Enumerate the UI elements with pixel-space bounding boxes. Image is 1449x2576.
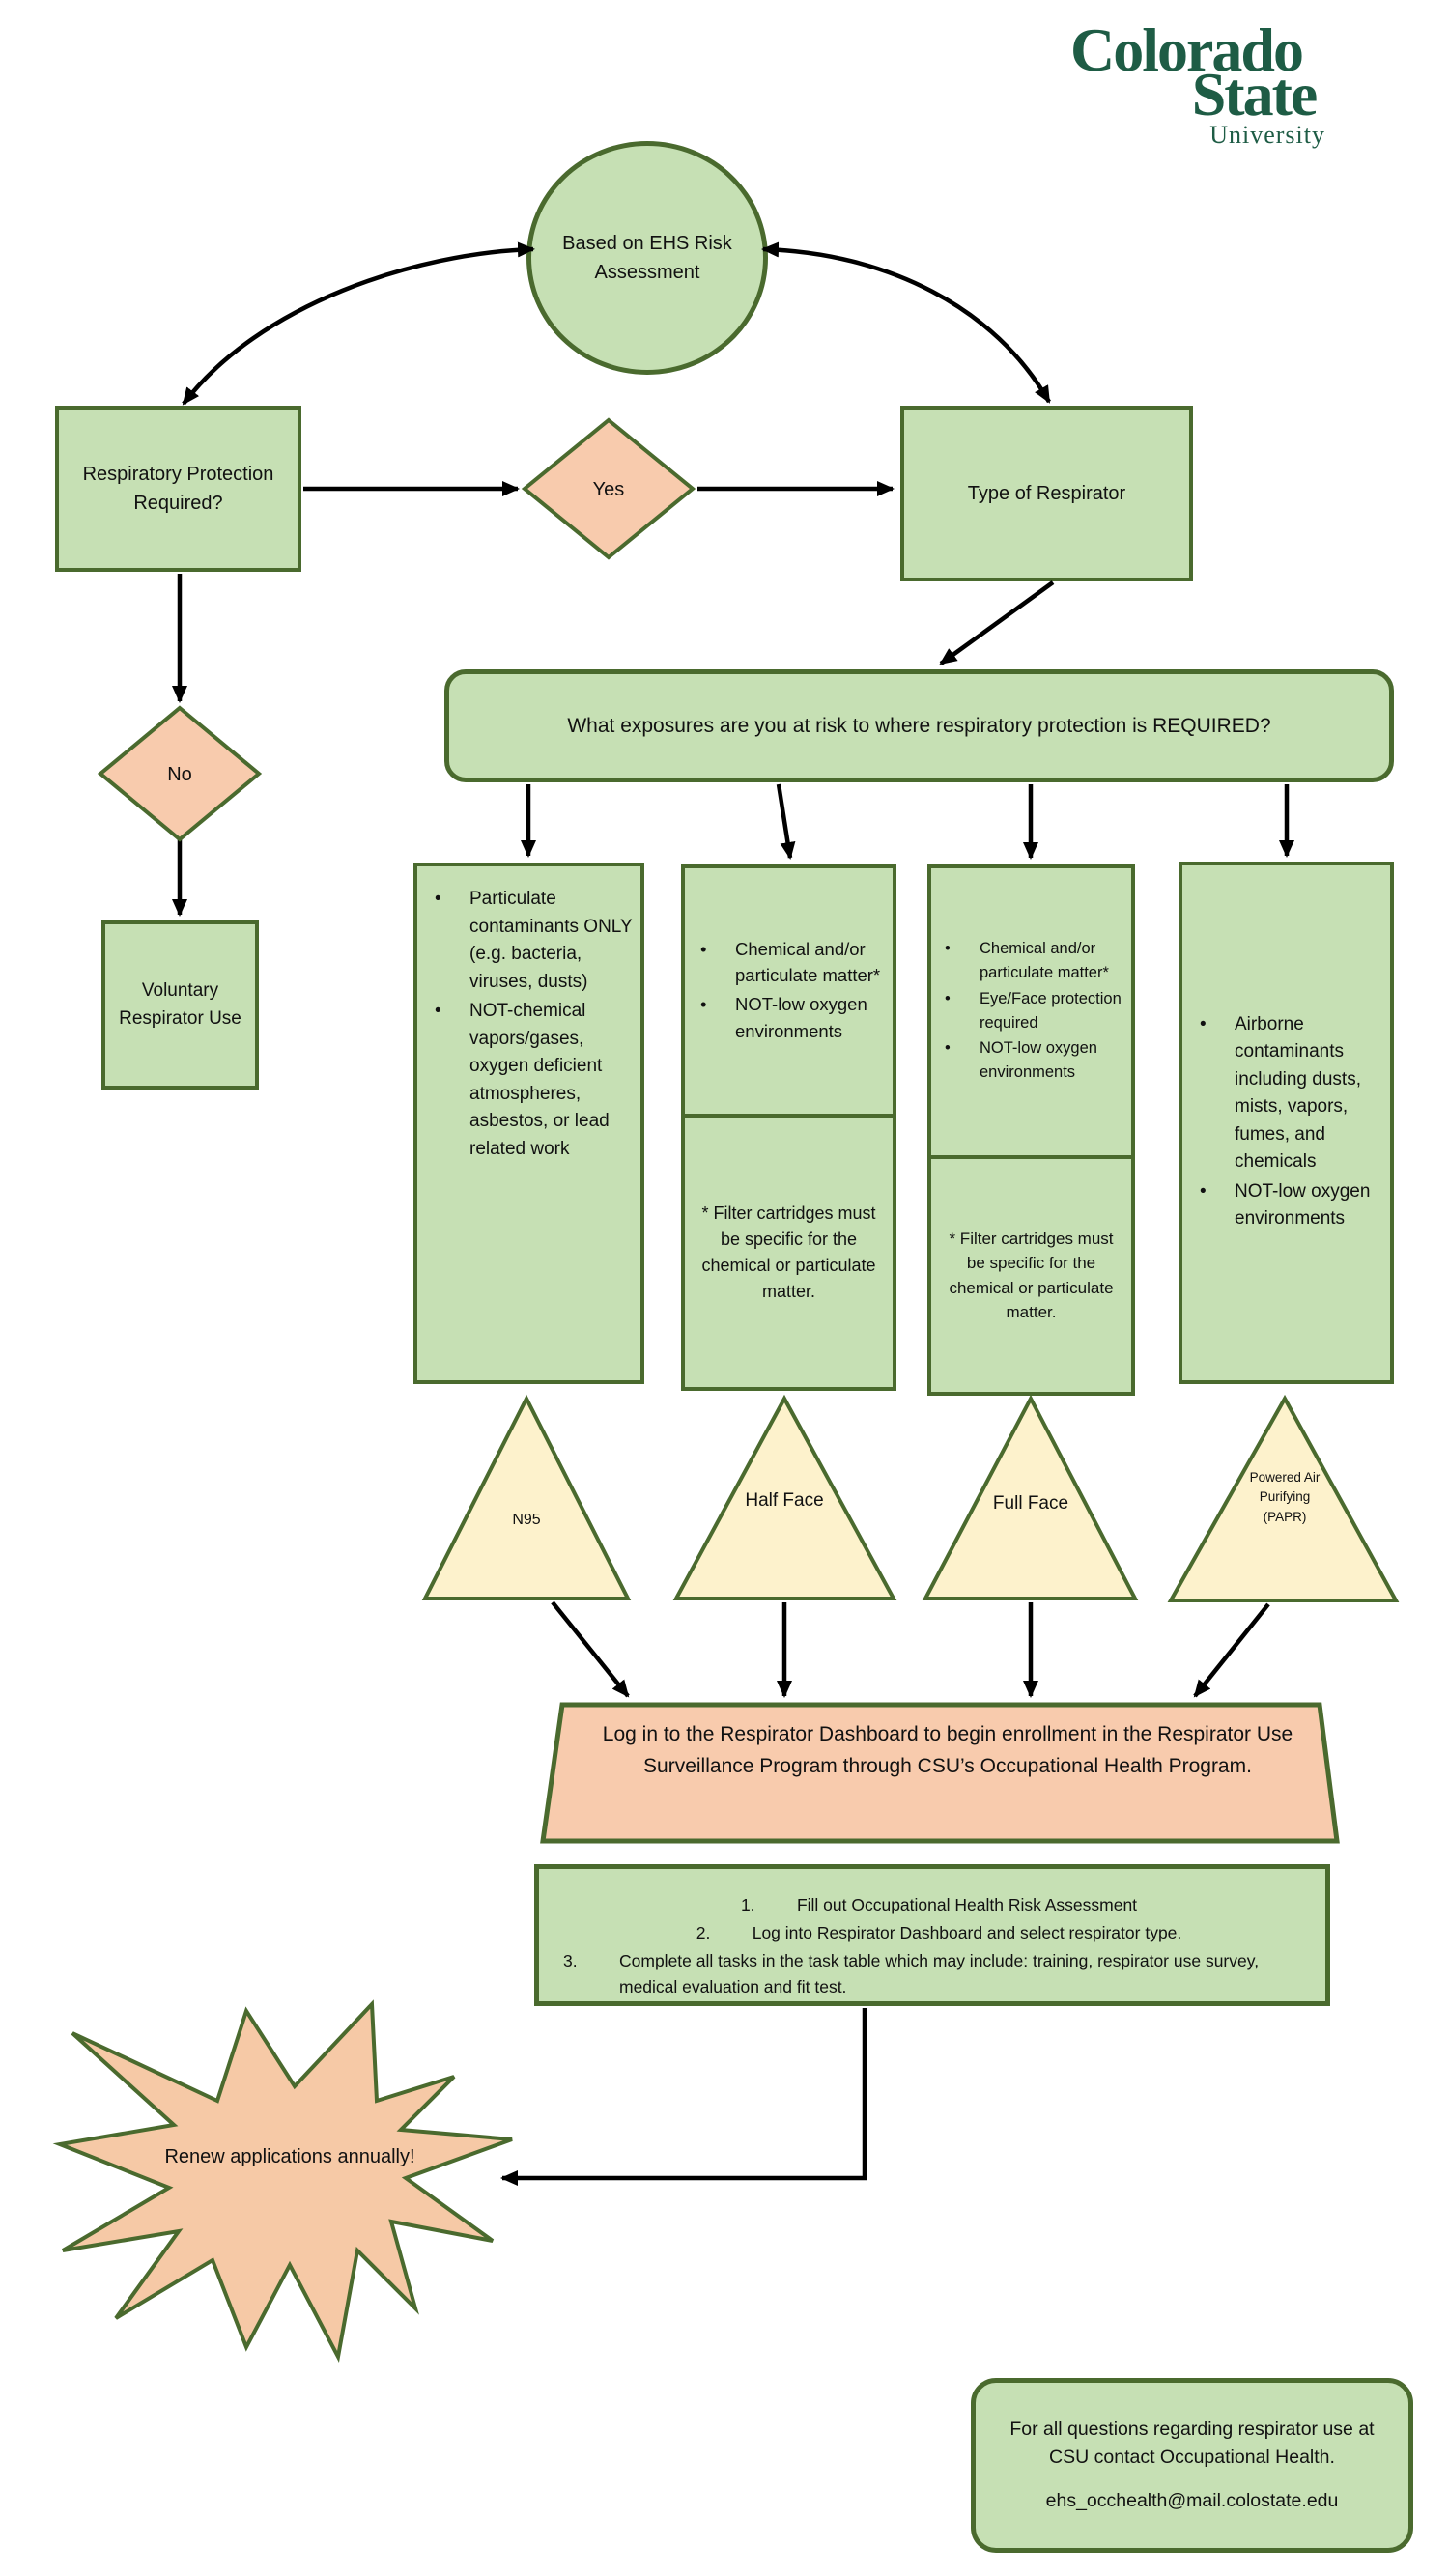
fullface-label: Full Face <box>992 1493 1069 1514</box>
n95-label: N95 <box>512 1512 541 1528</box>
csu-logo-word-state: State <box>1191 60 1319 128</box>
step-item: 1. Fill out Occupational Health Risk Ass… <box>735 1892 1137 1918</box>
col2-bullet-list: Chemical and/or particulate matter* NOT-… <box>691 936 889 1047</box>
step-text: Log into Respirator Dashboard and select… <box>752 1923 1182 1943</box>
node-col2-box: Chemical and/or particulate matter* NOT-… <box>681 864 896 1118</box>
connector-steps-renew <box>500 2008 867 2186</box>
col3-bullet: Chemical and/or particulate matter* <box>935 937 1129 985</box>
node-type-box: Type of Respirator <box>900 406 1193 581</box>
csu-logo-word-colorado: Colorado <box>1070 15 1304 84</box>
node-risk-circle: Based on EHS Risk Assessment <box>526 141 768 375</box>
login-label: Log in to the Respirator Dashboard to be… <box>602 1723 1293 1777</box>
col3-bullet: NOT-low oxygen environments <box>935 1036 1129 1085</box>
col3-note: * Filter cartridges must be specific for… <box>949 1229 1114 1322</box>
connector-n95-login <box>551 1600 630 1698</box>
no-label: No <box>167 764 192 785</box>
node-n95-triangle <box>421 1394 632 1600</box>
csu-logo-word-university: University <box>1209 120 1325 149</box>
col1-bullet-list: Particulate contaminants ONLY (e.g. bact… <box>425 886 635 1165</box>
step-text: Complete all tasks in the task table whi… <box>619 1951 1260 1997</box>
col4-bullet-list: Airborne contaminants including dusts, m… <box>1190 1011 1386 1235</box>
node-required-box: Respiratory Protection Required? <box>55 406 301 572</box>
node-risk-circle-label: Based on EHS Risk Assessment <box>562 233 732 283</box>
node-contact-box: For all questions regarding respirator u… <box>971 2378 1413 2553</box>
step-item: 3. Complete all tasks in the task table … <box>557 1948 1315 2000</box>
col2-note: * Filter cartridges must be specific for… <box>701 1203 876 1301</box>
col1-bullet: Particulate contaminants ONLY (e.g. bact… <box>425 886 635 996</box>
node-steps-box: 1. Fill out Occupational Health Risk Ass… <box>534 1864 1330 2006</box>
csu-logo: Colorado State University <box>1012 19 1360 148</box>
col2-bullet: NOT-low oxygen environments <box>691 991 889 1045</box>
yes-label: Yes <box>592 479 625 500</box>
connector-type-exposures <box>939 580 1055 665</box>
node-col3-note-box: * Filter cartridges must be specific for… <box>927 1155 1135 1396</box>
step-number: 2. <box>696 1923 711 1943</box>
col4-bullet: Airborne contaminants including dusts, m… <box>1190 1011 1386 1176</box>
col3-bullet: Eye/Face protection required <box>935 987 1129 1035</box>
node-renew-starburst <box>52 1999 513 2364</box>
node-col3-box: Chemical and/or particulate matter* Eye/… <box>927 864 1135 1159</box>
node-voluntary-box: Voluntary Respirator Use <box>101 920 259 1090</box>
node-required-label: Respiratory Protection Required? <box>82 464 274 514</box>
col4-bullet: NOT-low oxygen environments <box>1190 1178 1386 1233</box>
halfface-label: Half Face <box>745 1490 824 1511</box>
col1-bullet: NOT-chemical vapors/gases, oxygen defici… <box>425 998 635 1163</box>
node-exposures-box: What exposures are you at risk to where … <box>444 669 1394 782</box>
connector-exposures-col2 <box>776 783 796 860</box>
node-voluntary-label: Voluntary Respirator Use <box>119 980 242 1029</box>
col3-bullet-list: Chemical and/or particulate matter* Eye/… <box>935 937 1129 1087</box>
node-type-label: Type of Respirator <box>967 483 1126 504</box>
node-col4-box: Airborne contaminants including dusts, m… <box>1179 862 1394 1384</box>
connector-circle-required <box>182 241 535 406</box>
papr-label: Powered Air Purifying (PAPR) <box>1249 1470 1321 1524</box>
step-item: 2. Log into Respirator Dashboard and sel… <box>691 1920 1182 1946</box>
step-number: 3. <box>563 1951 578 1971</box>
node-col1-box: Particulate contaminants ONLY (e.g. bact… <box>413 863 644 1384</box>
node-col2-note-box: * Filter cartridges must be specific for… <box>681 1114 896 1391</box>
renew-label: Renew applications annually! <box>164 2146 415 2167</box>
connector-circle-type <box>761 241 1051 404</box>
col2-bullet: Chemical and/or particulate matter* <box>691 936 889 990</box>
step-number: 1. <box>740 1895 755 1914</box>
contact-email: ehs_occhealth@mail.colostate.edu <box>1045 2490 1339 2512</box>
node-exposures-label: What exposures are you at risk to where … <box>567 714 1271 737</box>
contact-text: For all questions regarding respirator u… <box>1009 2418 1375 2468</box>
step-text: Fill out Occupational Health Risk Assess… <box>796 1895 1138 1914</box>
connector-papr-login <box>1193 1602 1270 1698</box>
